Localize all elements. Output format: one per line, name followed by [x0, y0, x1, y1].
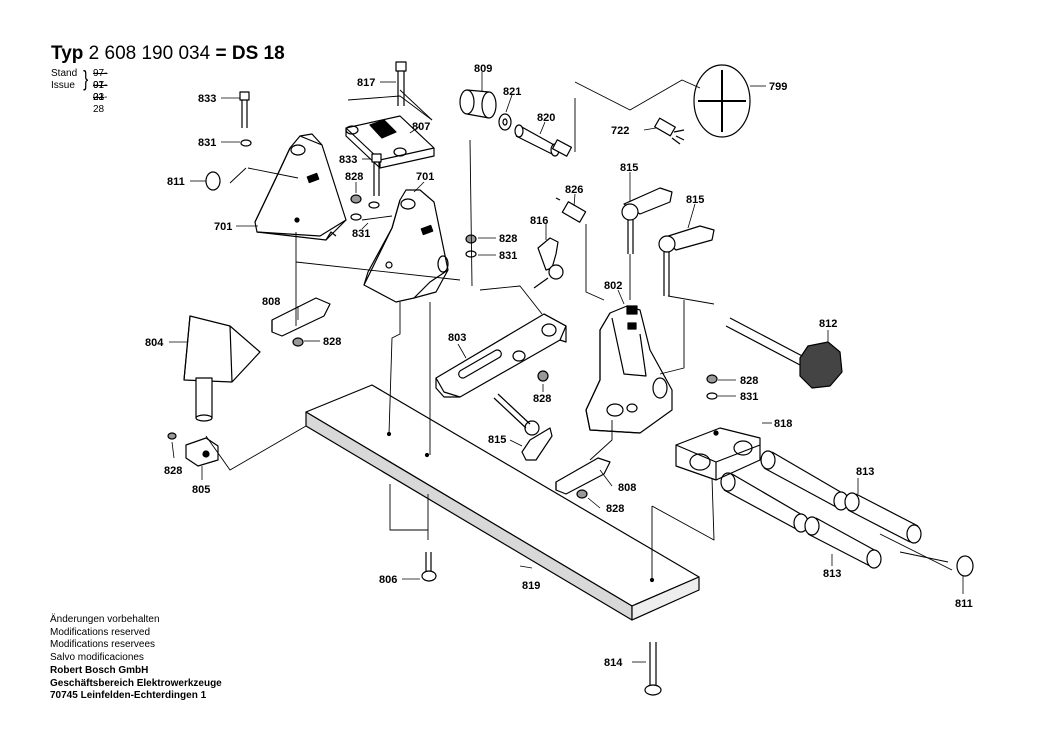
callout-811-b: 811 — [955, 598, 973, 610]
lever-815-b — [658, 225, 715, 296]
callout-813-b: 813 — [823, 568, 841, 580]
leader-lines — [169, 72, 964, 663]
part-number: 2 608 190 034 — [88, 43, 211, 64]
issue-value: 97-01-28 — [93, 80, 108, 115]
bolt-814 — [644, 642, 662, 696]
bracket-802 — [585, 305, 673, 434]
callout-831-c: 831 — [499, 250, 517, 262]
base-plate-819 — [305, 384, 700, 621]
clamp-808-left — [271, 297, 331, 337]
callout-809: 809 — [474, 63, 492, 75]
stand-value: 97-01-23 — [93, 68, 108, 103]
slide-arm-803 — [435, 313, 567, 398]
bracket-701-middle — [363, 189, 449, 303]
footer-line-de: Änderungen vorbehalten — [50, 614, 160, 625]
callout-701-b: 701 — [416, 171, 434, 183]
clamp-808-right — [555, 457, 611, 495]
callout-831-d: 831 — [740, 391, 758, 403]
lever-816 — [533, 237, 564, 289]
clamp-block-807 — [345, 115, 435, 169]
callout-828-c: 828 — [323, 336, 341, 348]
callout-821: 821 — [503, 86, 521, 98]
knob-812 — [725, 317, 843, 389]
callout-labels: 833 831 811 701 817 807 833 828 831 701 … — [145, 63, 973, 669]
callout-808-a: 808 — [262, 296, 280, 308]
footer-address: 70745 Leinfelden-Echterdingen 1 — [50, 690, 207, 702]
brace-icon: } — [83, 66, 89, 91]
tubes-813 — [720, 450, 922, 569]
callout-831-a: 831 — [198, 137, 216, 149]
footer-line-fr: Modifications reservees — [50, 639, 156, 651]
stop-826 — [555, 197, 587, 223]
callout-808-b: 808 — [618, 482, 636, 494]
callout-701-a: 701 — [214, 221, 232, 233]
callout-815-c: 815 — [488, 434, 506, 446]
callout-811-a: 811 — [167, 176, 185, 188]
callout-828-e: 828 — [740, 375, 758, 387]
equals-sign: = — [215, 43, 227, 64]
callout-828-b: 828 — [499, 233, 517, 245]
pin-722 — [654, 117, 685, 145]
issue-label: Issue — [51, 80, 75, 91]
callout-817: 817 — [357, 77, 375, 89]
callout-815-b: 815 — [686, 194, 704, 206]
callout-828-d: 828 — [533, 393, 551, 405]
footer-line-en: Modifications reserved — [50, 626, 151, 638]
callout-831-b: 831 — [352, 228, 370, 240]
callout-828-f: 828 — [164, 465, 182, 477]
bracket-701-left — [254, 133, 347, 241]
fence-804 — [183, 315, 261, 422]
callout-833-a: 833 — [198, 93, 216, 105]
footer-notice: Änderungen vorbehalten Modifications res… — [50, 614, 222, 703]
bolt-817 — [395, 61, 407, 106]
bolt-806 — [421, 552, 437, 582]
model-name: DS 18 — [231, 43, 285, 64]
callout-816: 816 — [530, 215, 548, 227]
stand-label: Stand — [51, 68, 78, 79]
callout-807: 807 — [412, 121, 430, 133]
callout-805: 805 — [192, 484, 210, 496]
footer-line-es: Salvo modificaciones — [50, 652, 144, 664]
document-title: Typ 2 608 190 034 = DS 18 — [51, 43, 285, 65]
callout-806: 806 — [379, 574, 397, 586]
lever-815-a — [621, 187, 673, 254]
callout-828-g: 828 — [606, 503, 624, 515]
callout-802: 802 — [604, 280, 622, 292]
footer-division: Geschäftsbereich Elektrowerkzeuge — [50, 677, 222, 689]
callout-828-a: 828 — [345, 171, 363, 183]
assembly-lines — [205, 79, 953, 580]
bolt-833-left — [239, 91, 250, 128]
spindle-parts — [459, 89, 573, 157]
callout-815-a: 815 — [620, 162, 638, 174]
callout-804: 804 — [145, 337, 164, 349]
callout-803: 803 — [448, 332, 466, 344]
lever-815-c — [493, 393, 553, 461]
disk-799 — [693, 64, 751, 138]
callout-826: 826 — [565, 184, 583, 196]
callout-818: 818 — [774, 418, 792, 430]
tube-block-818 — [675, 427, 761, 481]
bolt-833-mid — [371, 153, 382, 196]
callout-813-a: 813 — [856, 466, 874, 478]
footer-company: Robert Bosch GmbH — [50, 664, 149, 676]
callout-812: 812 — [819, 318, 837, 330]
callout-819: 819 — [522, 580, 540, 592]
callout-833-b: 833 — [339, 154, 357, 166]
revision-block: Stand 97-01-23 Issue 97-01-28 } — [51, 68, 107, 116]
callout-799: 799 — [769, 81, 787, 93]
callout-722: 722 — [611, 125, 629, 137]
block-805 — [167, 432, 219, 467]
callout-814: 814 — [604, 657, 623, 669]
typ-label: Typ — [51, 43, 84, 64]
callout-820: 820 — [537, 112, 555, 124]
